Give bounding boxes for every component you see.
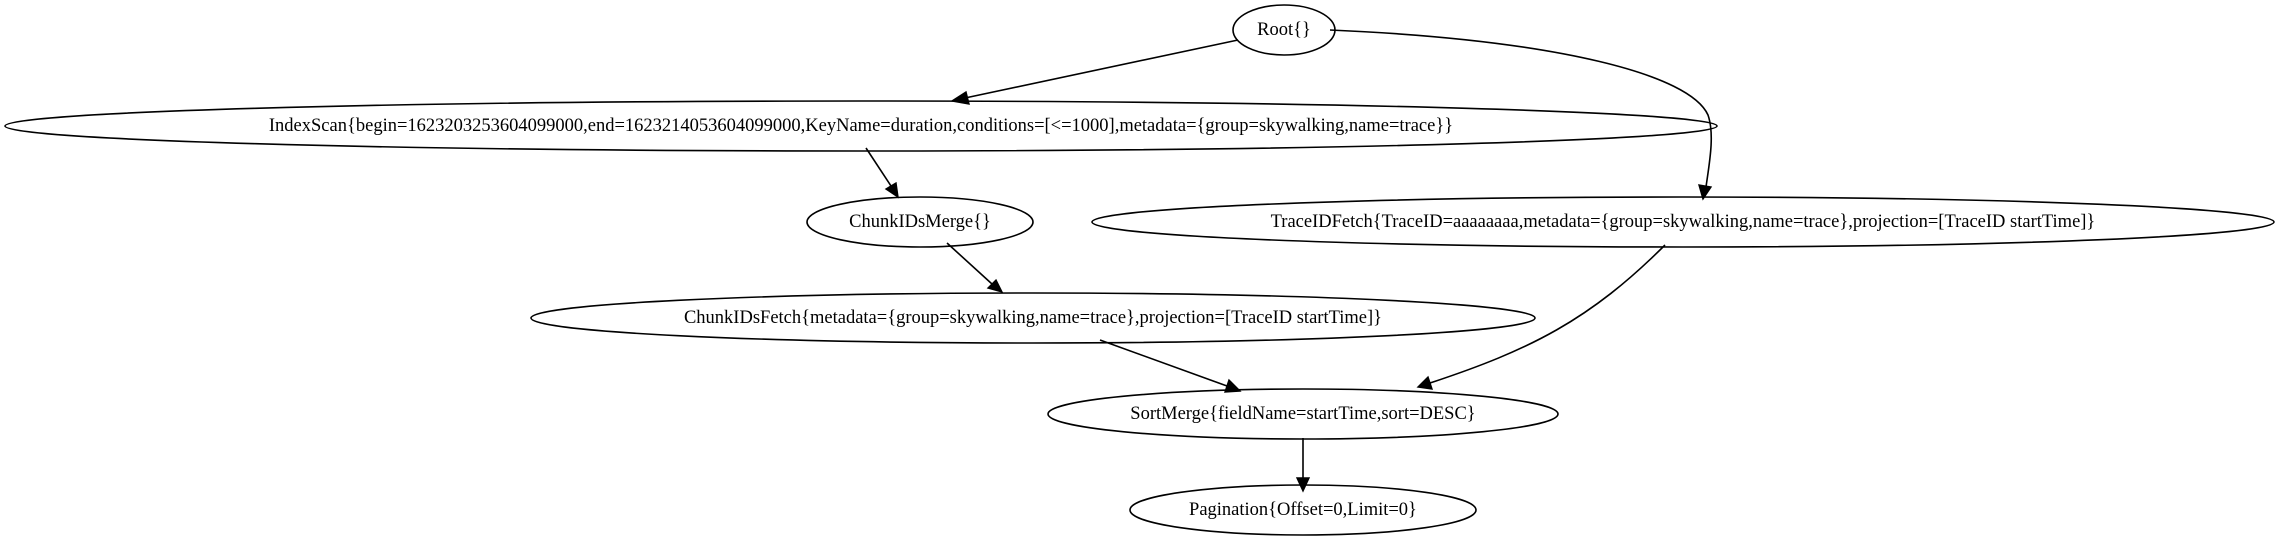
node-chunkidsfetch-label: ChunkIDsFetch{metadata={group=skywalking… [684, 308, 1382, 328]
edge-traceidfetch-to-sortmerge [1416, 244, 1666, 390]
node-pagination: Pagination{Offset=0,Limit=0} [1129, 484, 1477, 536]
node-pagination-label: Pagination{Offset=0,Limit=0} [1189, 500, 1417, 520]
node-indexscan: IndexScan{begin=1623203253604099000,end=… [4, 100, 1718, 152]
node-chunkidsfetch: ChunkIDsFetch{metadata={group=skywalking… [530, 292, 1536, 344]
edge-chunkidsmerge-to-chunkidsfetch [946, 242, 1004, 294]
node-root-label: Root{} [1257, 20, 1311, 40]
edge-chunkidsfetch-to-sortmerge [1099, 339, 1242, 393]
edge-root-to-traceidfetch [1329, 29, 1713, 201]
node-chunkidsmerge-label: ChunkIDsMerge{} [849, 212, 991, 232]
node-sortmerge: SortMerge{fieldName=startTime,sort=DESC} [1047, 388, 1559, 440]
node-sortmerge-label: SortMerge{fieldName=startTime,sort=DESC} [1130, 404, 1475, 424]
node-root: Root{} [1232, 4, 1336, 56]
edge-indexscan-to-chunkidsmerge [865, 147, 899, 199]
node-traceidfetch-label: TraceIDFetch{TraceID=aaaaaaaa,metadata={… [1271, 212, 2096, 232]
node-indexscan-label: IndexScan{begin=1623203253604099000,end=… [269, 116, 1453, 136]
edge-root-to-indexscan [950, 39, 1239, 105]
node-chunkidsmerge: ChunkIDsMerge{} [806, 196, 1034, 248]
node-traceidfetch: TraceIDFetch{TraceID=aaaaaaaa,metadata={… [1091, 196, 2275, 248]
edge-sortmerge-to-pagination [1295, 438, 1311, 493]
